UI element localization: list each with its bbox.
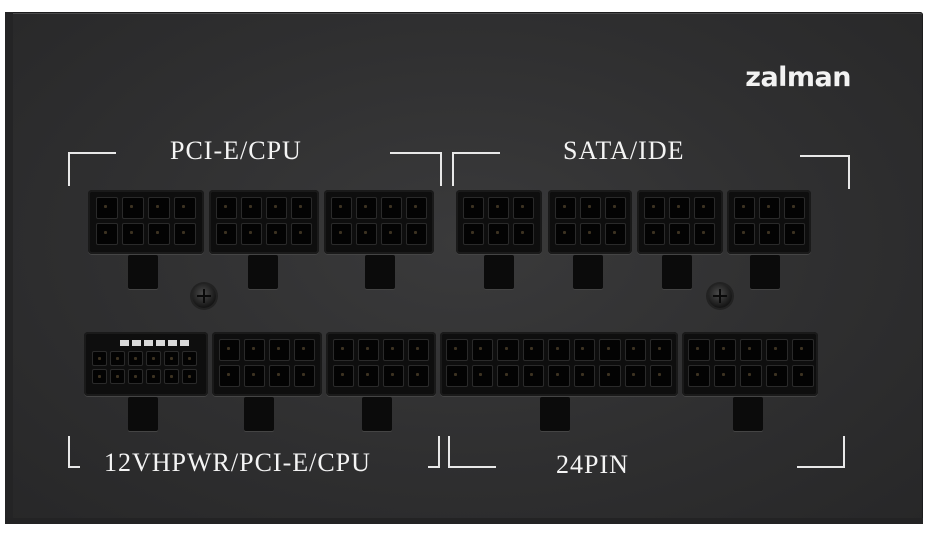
pin-grid [463,197,534,245]
pin-grid [333,339,429,387]
connector-latch [484,255,514,289]
pin-grid [446,339,672,387]
sense-pins [120,340,189,346]
connector-latch [362,397,392,431]
connector-latch [750,255,780,289]
connector-latch [365,255,395,289]
connector-latch [573,255,603,289]
panel-bottom-edge [5,518,923,524]
label-24pin: 24PIN [556,450,629,479]
pin-grid [644,197,715,245]
connector-latch [128,255,158,289]
pin-grid [216,197,312,245]
bracket-top-right-b [800,155,850,189]
bracket-top-left-b [390,152,442,186]
bracket-top-left-a [68,152,116,186]
connector-latch [733,397,763,431]
bracket-bottom-right-b [797,436,845,468]
pin-grid [331,197,427,245]
connector-latch [248,255,278,289]
screw-icon [708,284,732,308]
label-12vhpwr: 12VHPWR/PCI-E/CPU [104,448,371,477]
connector-latch [540,397,570,431]
pin-grid [555,197,626,245]
pin-grid [219,339,315,387]
connector-latch [128,397,158,431]
pin-grid [96,197,196,245]
pin-grid [734,197,805,245]
bracket-bottom-right-a [448,436,496,468]
bracket-bottom-left-a [68,436,80,468]
label-pcie-cpu: PCI-E/CPU [170,136,302,165]
pin-grid [688,339,814,387]
bracket-top-right-a [452,152,500,186]
label-sata-ide: SATA/IDE [563,136,685,165]
bracket-bottom-left-b [428,436,440,468]
pin-grid [92,351,197,384]
panel-left-edge [5,12,13,524]
brand-logo: zalman [745,62,851,93]
connector-latch [662,255,692,289]
connector-latch [244,397,274,431]
screw-icon [192,284,216,308]
